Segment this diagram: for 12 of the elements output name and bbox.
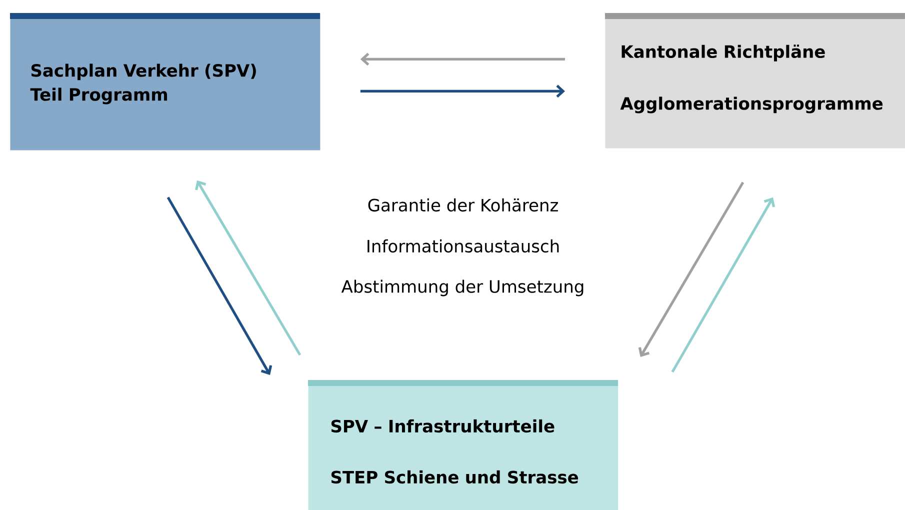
arrow [360, 84, 565, 98]
process-box: SPV – Infrastrukturteile STEP Schiene und Strasse [308, 380, 618, 510]
arrow [638, 182, 744, 357]
arrow [360, 52, 565, 66]
center-text: Abstimmung der Umsetzung [341, 280, 584, 296]
arrow [195, 180, 302, 356]
arrow [671, 197, 776, 373]
center-text: Informationsaustausch [368, 239, 559, 253]
process-box: Kantonale Richtpläne Agglomerationsprogramme [605, 13, 905, 148]
process-box: Sachplan Verkehr (SPV) Teil Programm [10, 13, 320, 150]
arrow [166, 196, 272, 375]
center-text: Garantie der Kohärenz [368, 198, 558, 212]
